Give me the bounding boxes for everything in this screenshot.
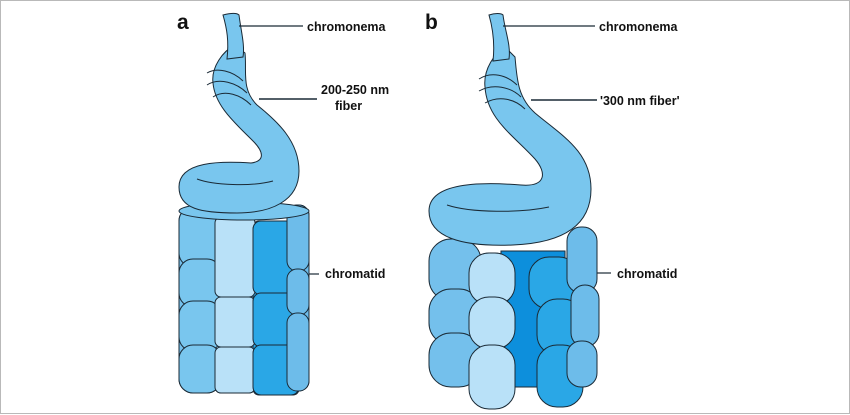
panel-a-chromatid-label: chromatid — [325, 267, 385, 281]
panel-b-chromonema-label: chromonema — [599, 20, 679, 34]
panel-a-chromatid — [178, 201, 310, 396]
panel-b-coil — [428, 46, 592, 246]
panel-b-chromatid — [428, 226, 600, 410]
panel-b-loop — [570, 284, 600, 348]
panel-a-fiber-label-1: 200-250 nm — [321, 83, 389, 97]
panel-b-chromonema-thread — [488, 13, 510, 62]
panel-a-coil-line — [206, 69, 244, 82]
panel-a-chromonema-label: chromonema — [307, 20, 387, 34]
panel-a: a — [177, 11, 389, 396]
panel-b-loop — [468, 344, 516, 410]
panel-b-fiber — [428, 13, 592, 246]
panel-b: b — [425, 11, 680, 410]
panel-b-coil-line — [478, 74, 518, 86]
panel-b-loop — [468, 296, 516, 350]
panel-a-loop — [286, 268, 310, 316]
panel-a-coil-line — [206, 80, 248, 94]
panel-a-fiber — [178, 13, 300, 214]
panel-a-coil — [178, 44, 300, 214]
panel-b-fiber-label: '300 nm fiber' — [600, 94, 680, 108]
panel-a-coil-line — [212, 92, 252, 106]
panel-a-letter: a — [177, 11, 189, 34]
panel-b-chromatid-label: chromatid — [617, 267, 677, 281]
panel-a-loop — [214, 216, 256, 298]
panel-a-loop — [214, 346, 256, 394]
panel-b-coil-line — [478, 86, 522, 98]
panel-a-coil-line — [196, 178, 274, 186]
panel-a-loop — [214, 296, 256, 348]
panel-b-coil-line — [484, 98, 526, 110]
panel-a-chromonema-thread — [222, 13, 244, 60]
panel-a-loop — [286, 312, 310, 392]
panel-b-letter: b — [425, 11, 438, 34]
panel-b-loop — [566, 226, 598, 294]
panel-a-fiber-label-2: fiber — [335, 99, 362, 113]
panel-b-loop — [566, 340, 598, 388]
panel-b-coil-line — [446, 204, 550, 212]
